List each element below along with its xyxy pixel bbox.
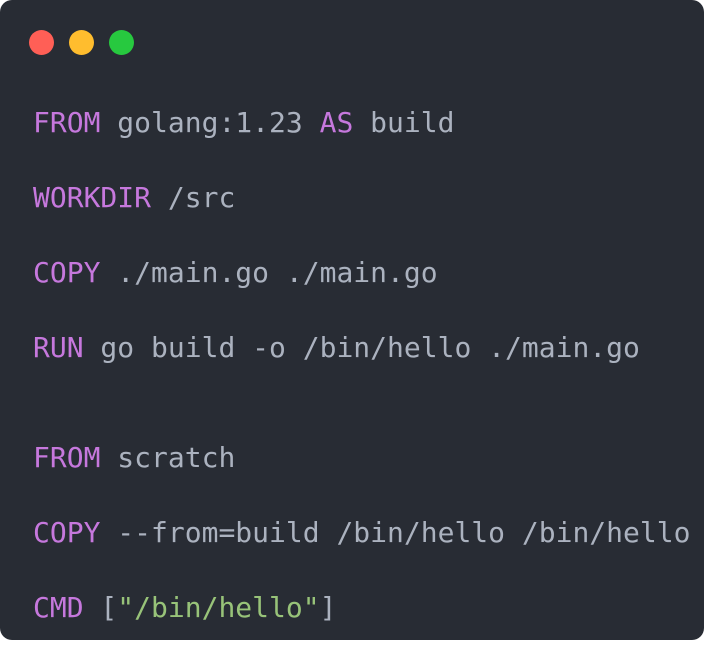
code-text: /src xyxy=(151,181,236,214)
code-line: RUN go build -o /bin/hello ./main.go xyxy=(33,310,690,385)
maximize-dot-icon[interactable] xyxy=(109,30,134,55)
minimize-dot-icon[interactable] xyxy=(69,30,94,55)
keyword: CMD xyxy=(33,591,84,624)
keyword: WORKDIR xyxy=(33,181,152,214)
code-text: build xyxy=(353,106,455,139)
string-literal: "/bin/hello" xyxy=(117,591,320,624)
code-text: ] xyxy=(319,591,337,624)
code-text: golang:1.23 xyxy=(100,106,320,139)
window-controls xyxy=(29,30,134,55)
keyword: FROM xyxy=(33,441,101,474)
keyword: FROM xyxy=(33,106,101,139)
code-text: [ xyxy=(83,591,118,624)
code-line: CMD ["/bin/hello"] xyxy=(33,570,690,645)
code-line: COPY ./main.go ./main.go xyxy=(33,235,690,310)
code-text: go build -o /bin/hello ./main.go xyxy=(83,331,640,364)
keyword: COPY xyxy=(33,256,101,289)
code-text: --from=build /bin/hello /bin/hello xyxy=(100,516,691,549)
code-line: COPY --from=build /bin/hello /bin/hello xyxy=(33,495,690,570)
code-line: FROM scratch xyxy=(33,420,690,495)
code-text: scratch xyxy=(100,441,236,474)
code-line: WORKDIR /src xyxy=(33,160,690,235)
code-line: FROM golang:1.23 AS build xyxy=(33,85,690,160)
keyword: RUN xyxy=(33,331,84,364)
keyword: AS xyxy=(319,106,354,139)
close-dot-icon[interactable] xyxy=(29,30,54,55)
code-text: ./main.go ./main.go xyxy=(100,256,438,289)
keyword: COPY xyxy=(33,516,101,549)
